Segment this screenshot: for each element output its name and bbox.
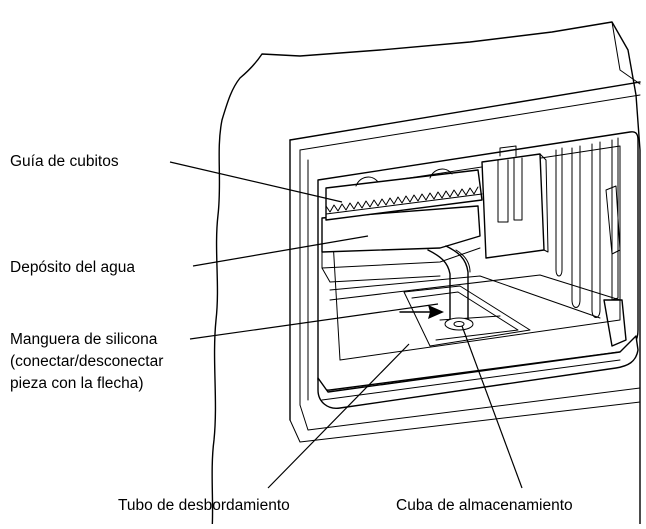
door-latch: [603, 299, 627, 347]
water-tank: [321, 205, 481, 283]
label-overflow-tube: Tubo de desbordamiento: [118, 497, 290, 514]
label-silicone-hose-line1: Manguera de silicona: [10, 331, 158, 348]
overflow-tube-hole: [453, 321, 465, 327]
ice-maker-module: [481, 145, 549, 259]
water-tank-body: [321, 205, 481, 253]
side-clip: [605, 185, 621, 255]
tray-inner-wall-2: [411, 291, 519, 341]
ice-maker-box: [481, 153, 545, 259]
front-lip-bottom-2: [289, 401, 641, 443]
cabinet-top-edge: [289, 81, 641, 141]
side-rails: [555, 137, 627, 347]
rail-3: [591, 141, 601, 318]
tray-back-rim: [329, 275, 601, 319]
leader-storage-tray: [461, 325, 523, 489]
cabinet-top-bevel: [611, 21, 641, 85]
cube-guide: [325, 168, 483, 221]
cube-guide-finger-1: [355, 176, 379, 187]
cube-guide-finger-2: [429, 168, 453, 179]
front-lip-line: [321, 359, 621, 401]
front-lip-bottom: [299, 387, 641, 431]
rail-2: [571, 145, 581, 308]
cube-guide-teeth: [325, 186, 479, 213]
labels: Guía de cubitos Depósito del agua Mangue…: [10, 153, 573, 514]
rail-1: [555, 147, 563, 277]
ice-maker-bracket: [497, 159, 509, 223]
water-tank-front-ledge: [321, 267, 441, 283]
leader-overflow-tube: [267, 343, 410, 489]
hose-assembly: [399, 245, 474, 331]
ice-maker-tab: [499, 145, 517, 157]
cube-guide-teeth-base: [325, 193, 483, 215]
tray-inner-wall: [403, 285, 531, 347]
label-cube-guide: Guía de cubitos: [10, 153, 119, 170]
label-silicone-hose-line2: (conectar/desconectar: [10, 353, 163, 370]
silicone-hose-inner: [445, 245, 469, 323]
overflow-tube-opening: [444, 317, 474, 331]
silicone-hose-mid: [455, 249, 471, 273]
leader-cube-guide: [169, 161, 343, 203]
ice-maker-box-side: [539, 153, 549, 253]
ice-maker-bracket-2: [513, 157, 523, 221]
leader-silicone-hose: [189, 303, 439, 340]
connection-arrow-head: [428, 305, 444, 319]
silicone-hose-outer: [427, 249, 451, 323]
leader-lines: [169, 161, 523, 489]
leader-water-tank: [192, 235, 369, 267]
cube-guide-housing: [325, 169, 483, 221]
compartment-floor-line: [329, 274, 621, 301]
front-lip: [289, 335, 641, 443]
cabinet-top-inner-edge: [299, 94, 641, 151]
label-water-tank: Depósito del agua: [10, 259, 135, 276]
label-silicone-hose-line3: pieza con la flecha): [10, 375, 144, 392]
label-storage-tray: Cuba de almacenamiento: [396, 497, 573, 514]
